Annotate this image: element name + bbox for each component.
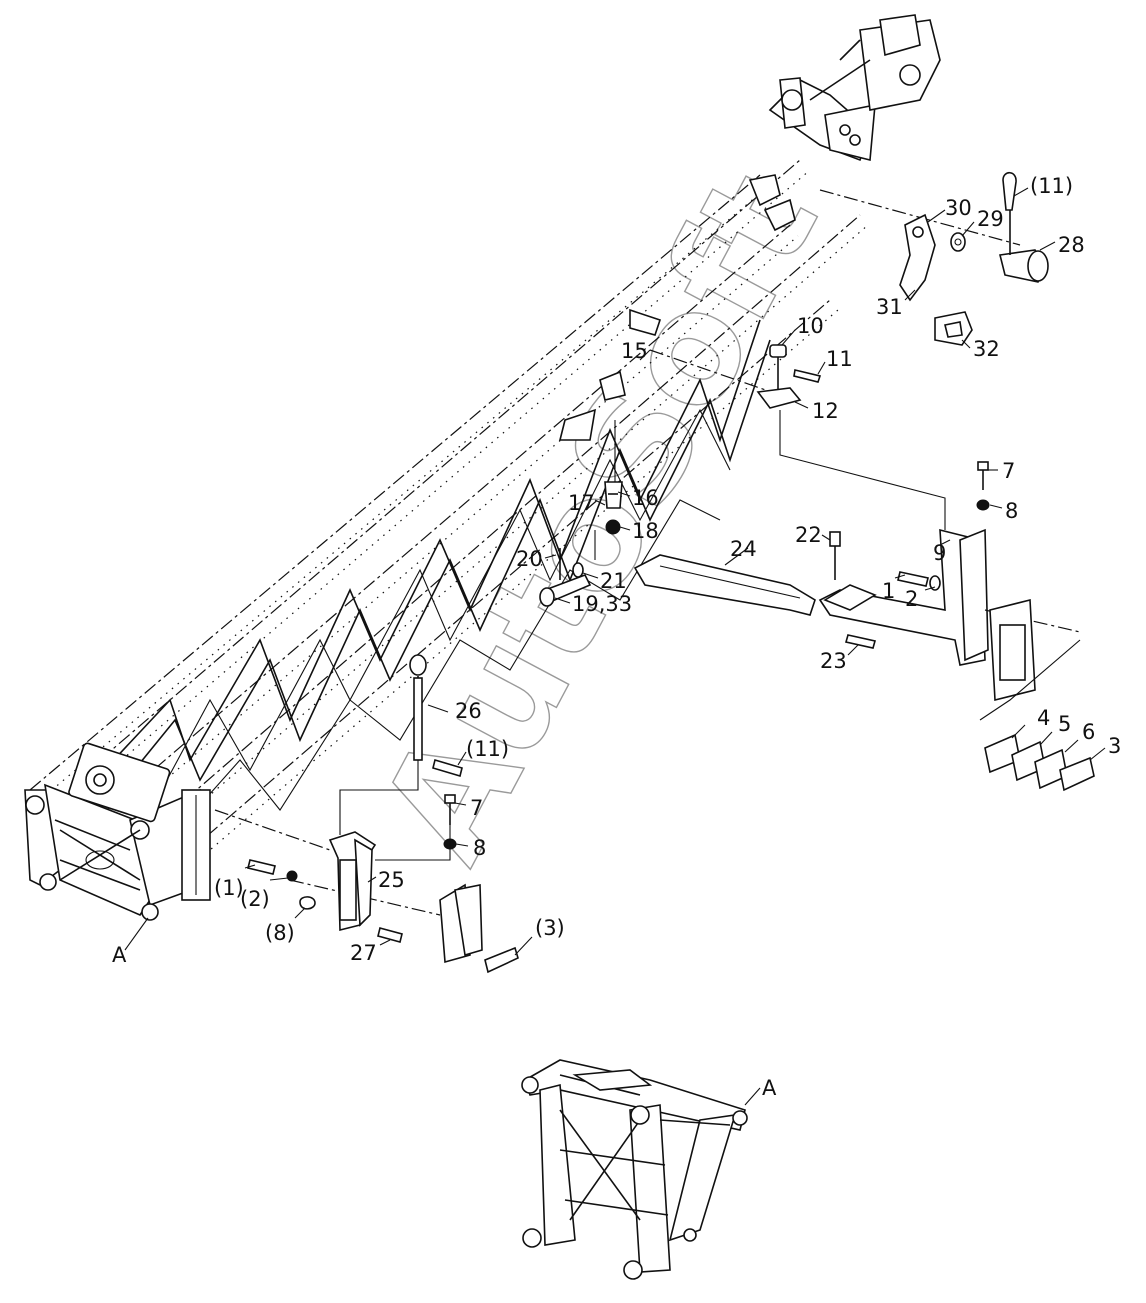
callout-3-paren: (3) <box>535 916 565 940</box>
callout-8-lower: 8 <box>473 836 486 860</box>
callout-22: 22 <box>795 523 822 547</box>
callout-15: 15 <box>621 339 648 363</box>
callout-11-lower: (11) <box>466 737 509 761</box>
head-pin-assembly <box>819 171 1049 346</box>
callout-2-paren: (2) <box>240 887 270 911</box>
callout-16: 16 <box>632 486 659 510</box>
callout-8-right: 8 <box>1005 499 1018 523</box>
callout-labels: 28 29 30 31 32 (11) 10 11 12 15 16 17 18… <box>112 174 1121 1100</box>
callout-a-detail: A <box>762 1076 777 1100</box>
callout-5: 5 <box>1058 712 1071 736</box>
callout-21: 21 <box>600 569 627 593</box>
callout-7-right: 7 <box>1002 459 1015 483</box>
callout-19-33: 19,33 <box>572 592 632 616</box>
callout-4: 4 <box>1037 706 1050 730</box>
callout-1-paren: (1) <box>214 876 244 900</box>
callout-2: 2 <box>905 587 918 611</box>
callout-6: 6 <box>1082 720 1095 744</box>
callout-24: 24 <box>730 537 757 561</box>
callout-3: 3 <box>1108 734 1121 758</box>
lower-bracket-assembly <box>214 654 519 974</box>
callout-8-paren: (8) <box>265 921 295 945</box>
callout-31: 31 <box>876 295 903 319</box>
callout-26: 26 <box>455 699 482 723</box>
callout-1: 1 <box>882 579 895 603</box>
detail-a-frame <box>521 1059 761 1280</box>
callout-20: 20 <box>516 547 543 571</box>
callout-23: 23 <box>820 649 847 673</box>
lattice-boom <box>24 14 941 921</box>
callout-7-lower: 7 <box>470 796 483 820</box>
callout-29: 29 <box>977 207 1004 231</box>
leader-lines <box>124 187 1106 956</box>
callout-25: 25 <box>378 868 405 892</box>
callout-a-main: A <box>112 943 127 967</box>
watermark: AutoSoft <box>347 146 852 887</box>
callout-18: 18 <box>632 519 659 543</box>
callout-12: 12 <box>812 399 839 423</box>
callout-10: 10 <box>797 314 824 338</box>
callout-30: 30 <box>945 196 972 220</box>
watermark-text: AutoSoft <box>348 147 852 887</box>
callout-32: 32 <box>973 337 1000 361</box>
callout-11-upper: (11) <box>1030 174 1073 198</box>
callout-9: 9 <box>933 541 946 565</box>
callout-17: 17 <box>568 491 595 515</box>
callout-11: 11 <box>826 347 853 371</box>
callout-27: 27 <box>350 941 377 965</box>
callout-28: 28 <box>1058 233 1085 257</box>
